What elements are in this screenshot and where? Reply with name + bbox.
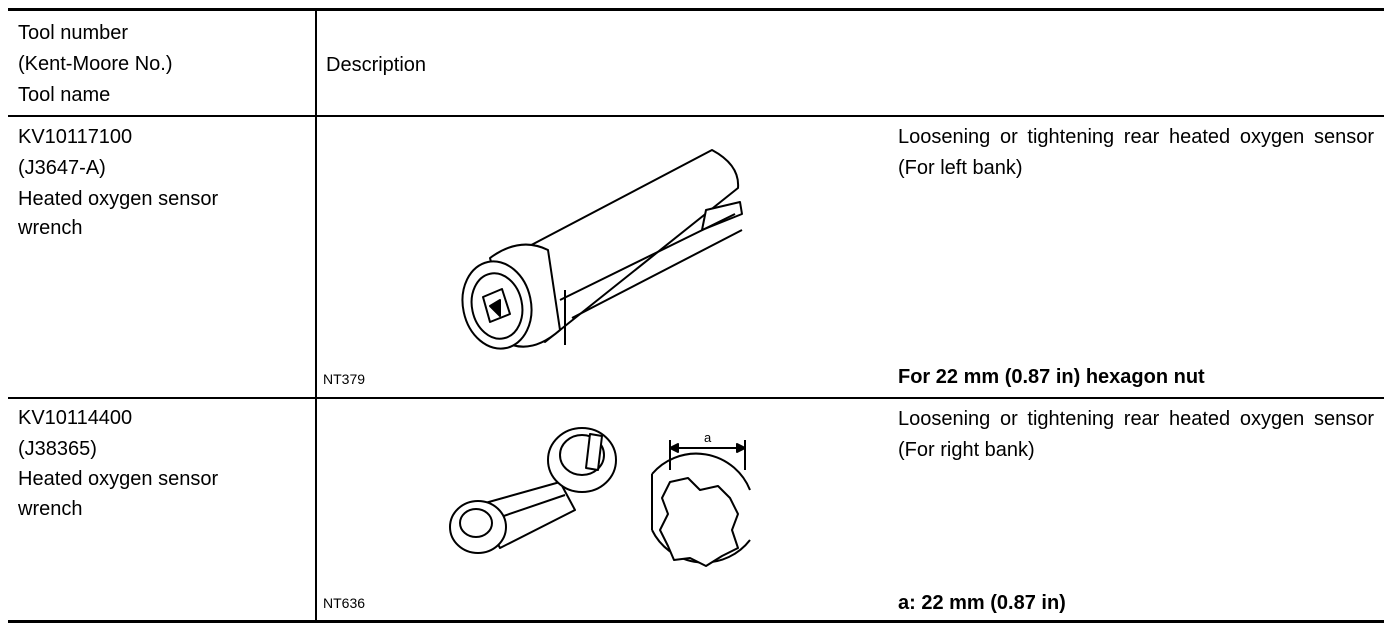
- flare-nut-wrench-icon: a: [449, 427, 751, 567]
- socket-wrench-icon: [461, 149, 743, 350]
- tool-number: KV10114400: [18, 407, 133, 429]
- kent-moore-number: (J38365): [18, 438, 97, 460]
- tool-spec-note: a: 22 mm (0.87 in): [898, 592, 1066, 614]
- tool-name-cont: wrench: [18, 498, 83, 520]
- header-tool-name: Tool name: [18, 84, 111, 106]
- header-kent-moore: (Kent-Moore No.): [18, 53, 173, 75]
- table-top-rule: [8, 8, 1384, 11]
- tool-name-cont: wrench: [18, 217, 83, 239]
- row-divider: [8, 397, 1384, 399]
- header-divider: [8, 115, 1384, 117]
- figure-code: NT636: [323, 595, 366, 611]
- tool-name: Heated oxygen sensor: [18, 468, 219, 490]
- tool-description: Loosening or tightening rear heated oxyg…: [898, 408, 1374, 461]
- kent-moore-number: (J3647-A): [18, 157, 106, 179]
- tool-number: KV10117100: [18, 126, 133, 148]
- tool-description: Loosening or tightening rear heated oxyg…: [898, 126, 1374, 179]
- column-divider: [315, 8, 317, 623]
- header-tool-number: Tool number: [18, 22, 129, 44]
- figure-code: NT379: [323, 371, 366, 387]
- dimension-label: a: [704, 430, 712, 445]
- tool-name: Heated oxygen sensor: [18, 188, 219, 210]
- header-description: Description: [326, 54, 427, 76]
- table-bottom-rule: [8, 620, 1384, 623]
- tool-spec-note: For 22 mm (0.87 in) hexagon nut: [898, 366, 1205, 388]
